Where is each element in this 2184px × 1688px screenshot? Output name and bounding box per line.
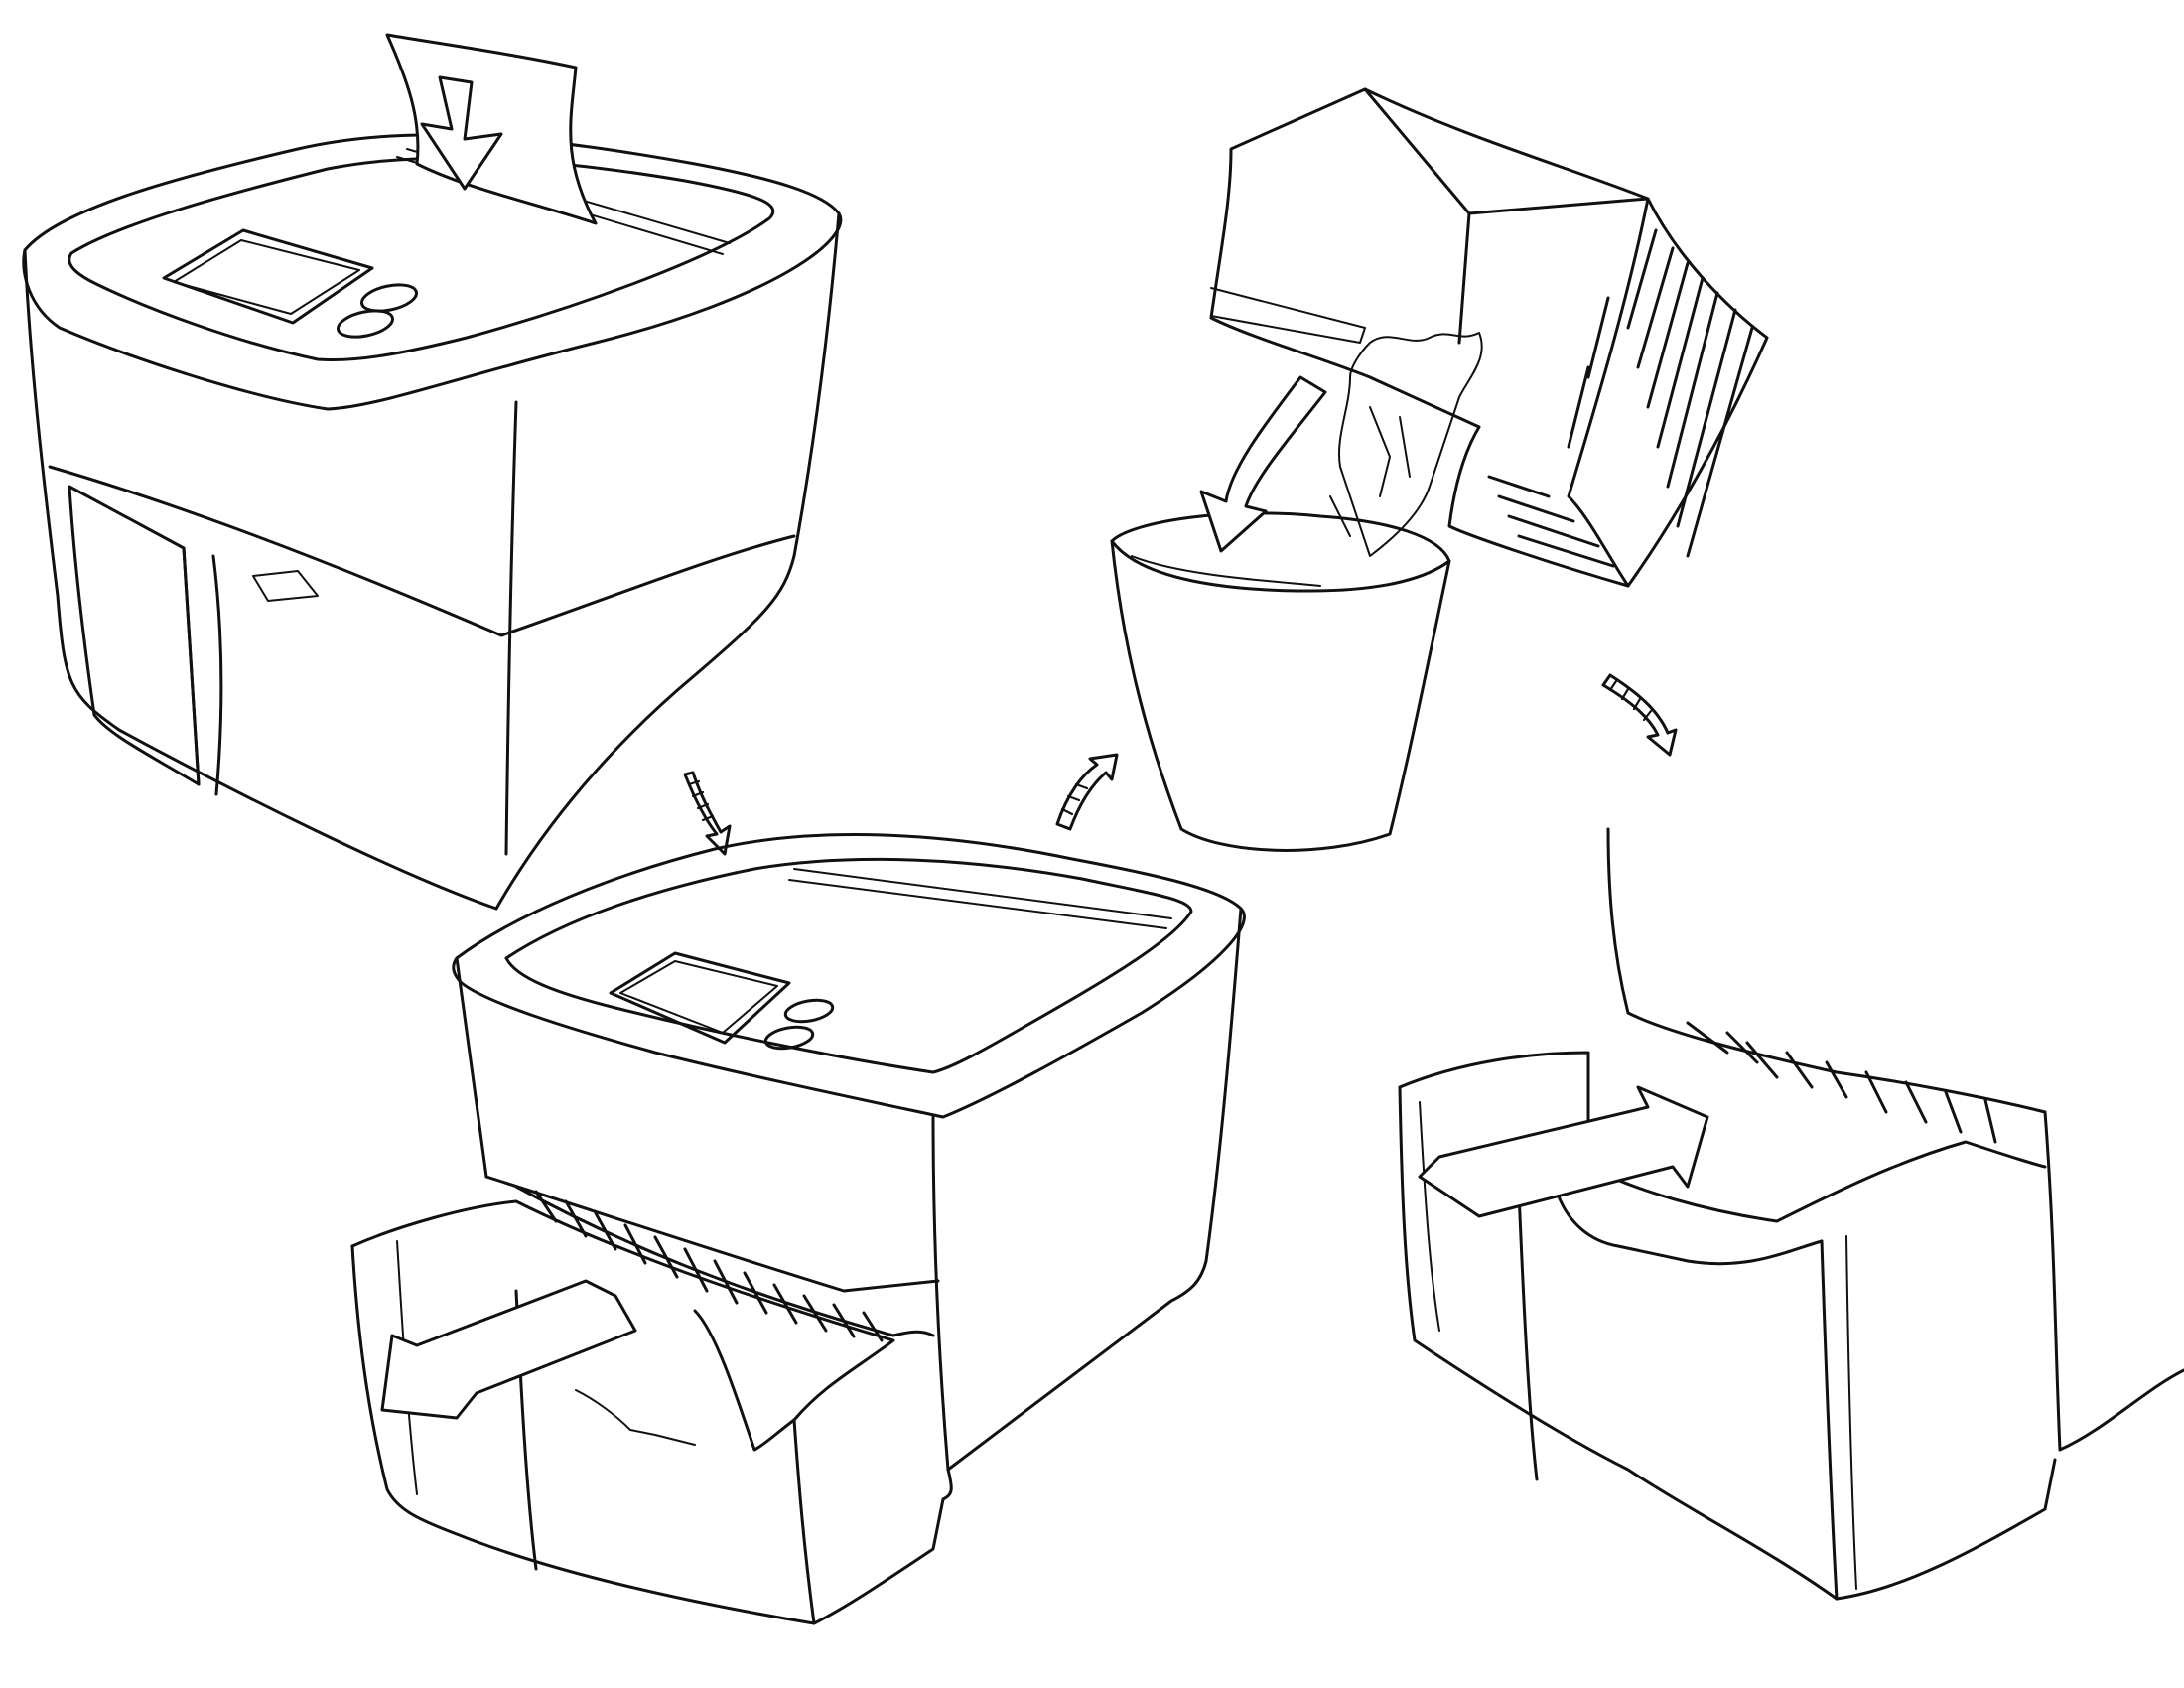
connector-arrow-2 [1055,753,1119,831]
connector-arrow-1 [683,771,732,856]
insert-arrow-icon [420,75,503,191]
shredder-unit-step2 [350,833,1246,1625]
shredder-unit-step1 [22,33,843,911]
push-in-arrow-icon [1418,1085,1709,1218]
pull-out-arrow-icon [380,1279,637,1420]
button-top-icon [783,998,835,1024]
connector-arrow-3 [1601,673,1678,757]
drawer-side-hatching [1487,228,1754,568]
shredder-drawer-tilted [1199,87,1769,588]
waste-bin [1110,511,1451,852]
pour-arrow-icon [1199,375,1327,553]
button-top-icon [359,283,419,313]
shredder-unit-step4 [1398,827,2184,1601]
button-bottom-icon [763,1025,815,1051]
cavity-hatching [1686,1021,1997,1144]
button-bottom-icon [336,309,395,339]
shredded-paper-icon [1338,332,1483,557]
cavity-hatching [534,1190,884,1342]
